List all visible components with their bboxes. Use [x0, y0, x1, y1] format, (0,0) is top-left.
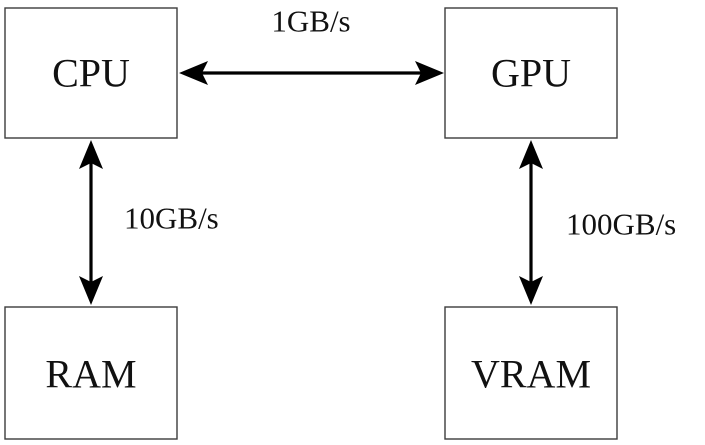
- edge-gpu-vram-arrowhead-top: [519, 140, 543, 169]
- edge-cpu-gpu-label: 1GB/s: [271, 4, 350, 39]
- node-ram-box: [4, 306, 178, 440]
- edge-cpu-ram: 10GB/s: [79, 140, 219, 305]
- edge-cpu-ram-arrowhead-bottom: [79, 276, 103, 305]
- node-ram-label: RAM: [45, 352, 136, 397]
- node-cpu-box: [4, 7, 178, 139]
- node-cpu: CPU: [4, 7, 178, 139]
- edge-cpu-gpu-arrowhead-right: [415, 61, 444, 85]
- edge-cpu-gpu: 1GB/s: [179, 4, 444, 85]
- node-ram: RAM: [4, 306, 178, 440]
- node-gpu-box: [444, 7, 618, 139]
- node-cpu-label: CPU: [52, 51, 130, 96]
- edge-gpu-vram-label: 100GB/s: [566, 207, 676, 242]
- edge-cpu-ram-label: 10GB/s: [124, 201, 219, 236]
- node-vram-box: [444, 306, 618, 440]
- edge-cpu-ram-arrowhead-top: [79, 140, 103, 169]
- edge-gpu-vram: 100GB/s: [519, 140, 676, 305]
- node-gpu-label: GPU: [491, 51, 571, 96]
- edge-gpu-vram-arrowhead-bottom: [519, 276, 543, 305]
- edge-cpu-gpu-arrowhead-left: [179, 61, 208, 85]
- node-vram-label: VRAM: [471, 352, 591, 397]
- node-vram: VRAM: [444, 306, 618, 440]
- node-gpu: GPU: [444, 7, 618, 139]
